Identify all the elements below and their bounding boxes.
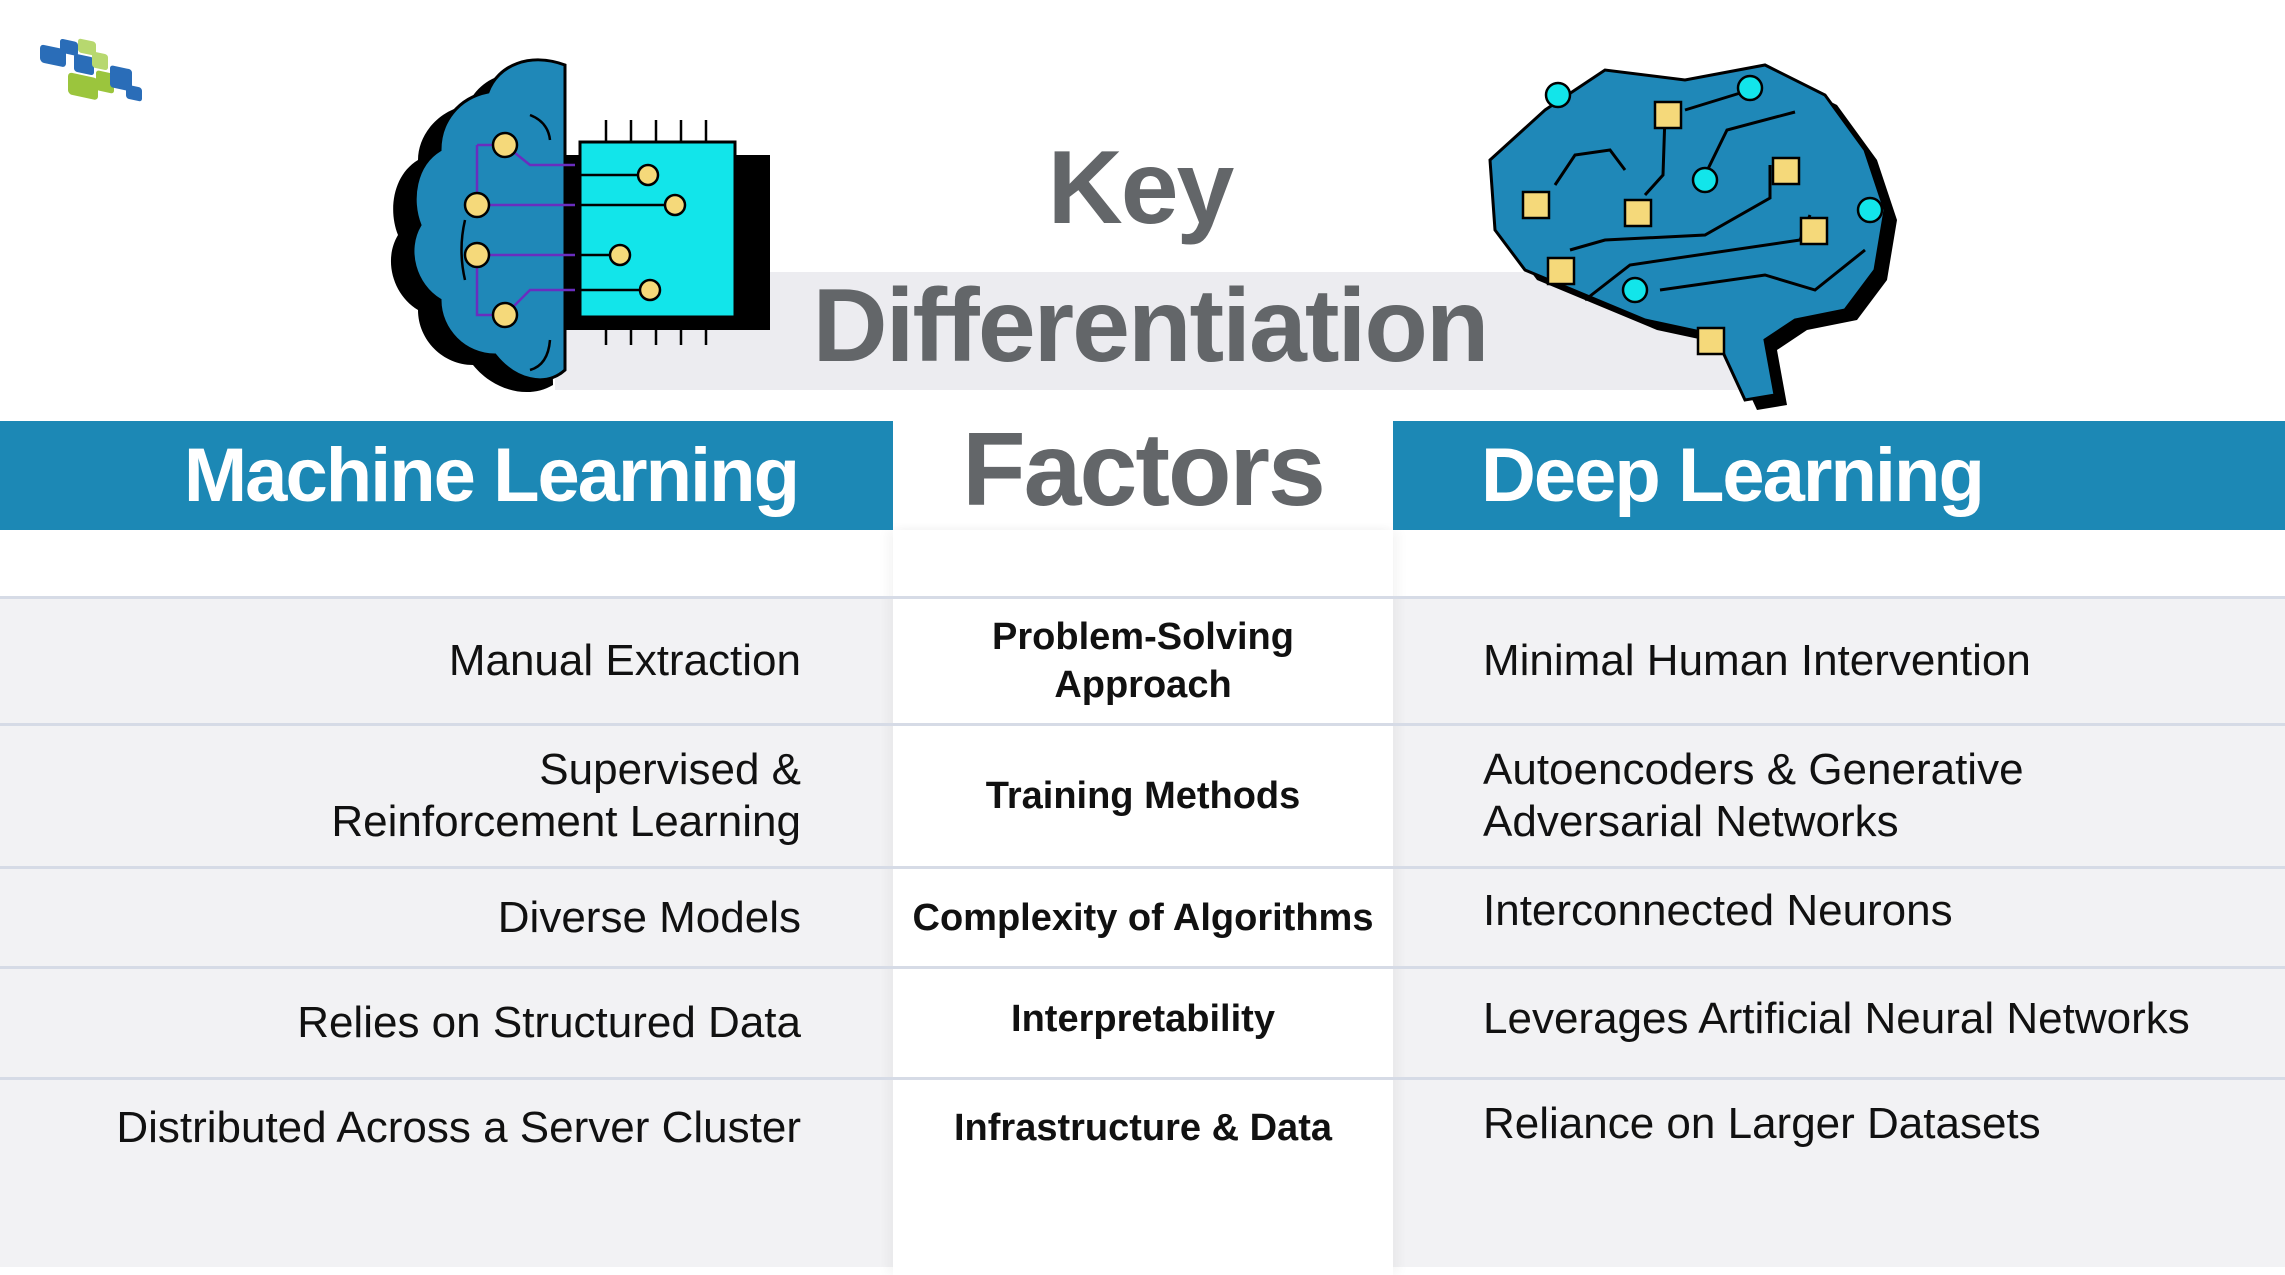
cell-text: Interconnected Neurons [1483, 885, 1953, 935]
factor-cell-training-methods: Training Methods [893, 726, 1393, 866]
ml-cell-complexity: Diverse Models [0, 869, 893, 966]
cell-text: Problem-Solving [992, 616, 1294, 658]
row-divider [0, 723, 2285, 726]
cell-text: Distributed Across a Server Cluster [116, 1103, 801, 1152]
header-factors: Factors [962, 412, 1326, 528]
ml-cell-problem-solving: Manual Extraction [0, 599, 893, 723]
dl-cell-interpretability: Leverages Artificial Neural Networks [1393, 969, 2285, 1069]
factors-column [893, 530, 1393, 1275]
brain-chip-icon [370, 50, 780, 410]
dl-cell-complexity: Interconnected Neurons [1393, 862, 2285, 959]
cell-text: Supervised & [539, 745, 801, 794]
cell-text: Adversarial Networks [1483, 797, 1899, 846]
ml-cell-infrastructure: Distributed Across a Server Cluster [0, 1100, 893, 1156]
ml-cell-training-methods: Supervised &Reinforcement Learning [0, 726, 893, 866]
cell-text: Infrastructure & Data [954, 1107, 1332, 1149]
cell-text: Manual Extraction [448, 636, 801, 685]
factor-cell-infrastructure: Infrastructure & Data [893, 1100, 1393, 1156]
page-title-line-1: Key [1047, 130, 1235, 246]
cell-text: Minimal Human Intervention [1483, 636, 2031, 685]
cell-text: Approach [1054, 664, 1232, 706]
ml-cell-interpretability: Relies on Structured Data [0, 969, 893, 1077]
cell-text: Training Methods [985, 775, 1301, 817]
ml-column [0, 596, 893, 1267]
header-machine-learning: Machine Learning [0, 421, 893, 530]
cell-text: Reinforcement Learning [331, 797, 801, 846]
cell-text: Complexity of Algorithms [912, 896, 1374, 939]
company-logo-icon [30, 22, 150, 112]
cell-text: Relies on Structured Data [297, 998, 801, 1047]
brain-circuit-icon [1465, 50, 1915, 410]
cell-text: Interpretability [1011, 998, 1275, 1040]
dl-cell-infrastructure: Reliance on Larger Datasets [1393, 1096, 2285, 1152]
header-deep-learning: Deep Learning [1393, 421, 2285, 530]
cell-text: Leverages Artificial Neural Networks [1483, 994, 2190, 1043]
row-divider [0, 1077, 2285, 1080]
row-divider [0, 966, 2285, 969]
cell-text: Reliance on Larger Datasets [1483, 1099, 2041, 1148]
row-divider [0, 866, 2285, 869]
factor-cell-interpretability: Interpretability [893, 969, 1393, 1069]
dl-cell-problem-solving: Minimal Human Intervention [1393, 599, 2285, 723]
dl-column [1393, 596, 2285, 1267]
cell-text: Autoencoders & Generative [1483, 745, 2024, 794]
factor-cell-complexity: Complexity of Algorithms [893, 869, 1393, 966]
cell-text: Diverse Models [497, 892, 801, 942]
row-divider [0, 596, 2285, 599]
page-title-line-2: Differentiation [812, 268, 1490, 384]
